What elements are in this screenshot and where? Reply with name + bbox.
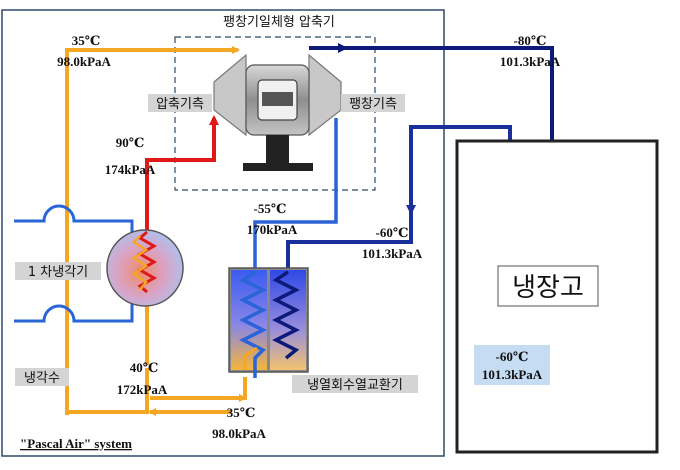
cond-return-pressure: 101.3kPaA: [362, 246, 423, 261]
coolant-pipe-top: [14, 204, 134, 240]
hot-line: [145, 115, 219, 238]
system-label: "Pascal Air" system: [20, 436, 132, 451]
compressor-side-label: 압축기측: [156, 97, 204, 112]
freezer-label-bg: [497, 265, 599, 307]
cond-return-temp: -60℃: [376, 225, 409, 240]
cond-exp-out-pressure: 101.3kPaA: [500, 54, 561, 69]
cond-exp-out-temp: -80℃: [514, 33, 547, 48]
cold-line-exp-in: [253, 118, 338, 268]
expander-side-label: 팽창기측: [349, 97, 397, 112]
freezer-label: 냉장고: [512, 273, 584, 303]
cond-bottom-pressure: 98.0kPaA: [212, 426, 266, 441]
cond-comp-out-temp: 90℃: [116, 135, 145, 150]
recuperator-coil-left: [239, 270, 267, 378]
warm-line-bottom-flow: [150, 398, 212, 412]
cond-inlet-pressure: 98.0kPaA: [57, 54, 111, 69]
warm-line-bottom: [222, 377, 247, 400]
cond-exp-in-pressure: 170kPaA: [247, 222, 298, 237]
motor-stand: [266, 135, 289, 165]
freezer-pressure: 101.3kPaA: [482, 367, 543, 382]
coolant-label: 냉각수: [24, 371, 60, 386]
cond-cooler-out-pressure: 172kPaA: [117, 382, 168, 397]
recuperator-coil-right: [272, 270, 300, 360]
recuperator-coil-left-warm: [243, 346, 258, 370]
cond-exp-in-temp: -55℃: [254, 201, 287, 216]
primary-cooler-label: 1 차냉각기: [28, 265, 88, 280]
cooler-coil-orange: [131, 235, 149, 291]
compressor-group-boundary: [174, 36, 376, 191]
cond-bottom-temp: 35℃: [227, 405, 256, 420]
recuperator-label: 냉열회수열교환기: [307, 378, 403, 393]
freezer-readout-bg: [474, 345, 550, 385]
cond-comp-out-pressure: 174kPaA: [105, 162, 156, 177]
cond-inlet-temp: 35℃: [72, 33, 101, 48]
freezer-temp: -60℃: [496, 349, 529, 364]
compressor-group-label: 팽창기일체형 압축기: [223, 15, 335, 30]
warm-line-bottom-return: [67, 368, 149, 414]
warm-line-left: [65, 46, 240, 415]
cond-cooler-out-temp: 40℃: [130, 360, 159, 375]
compressor-wheel: [213, 53, 247, 137]
system-boundary: [1, 9, 445, 457]
coolant-pipe-bottom: [14, 302, 134, 323]
